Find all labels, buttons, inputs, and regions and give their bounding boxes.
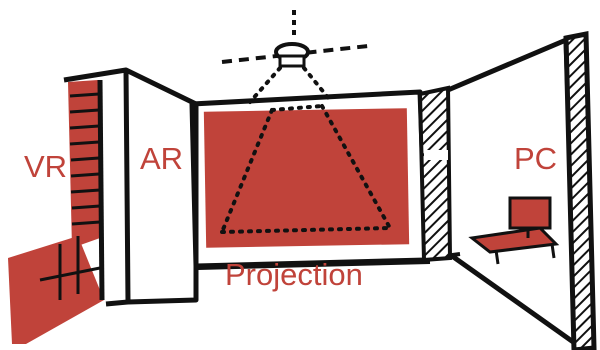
ar-label: AR (140, 143, 183, 174)
right-wall-post (566, 34, 594, 350)
keyboard-icon (472, 228, 556, 252)
projection-label: Projection (225, 259, 363, 290)
ceiling-projector-icon (222, 10, 368, 66)
hatched-pillar (420, 88, 450, 260)
projection-screen (204, 108, 409, 248)
vr-label: VR (24, 151, 67, 182)
vr-floor-step (8, 236, 104, 344)
vr-zone (8, 80, 104, 344)
pc-label: PC (514, 143, 557, 174)
monitor-icon (510, 198, 550, 228)
pc-desk (472, 198, 556, 264)
right-wall (448, 40, 576, 344)
